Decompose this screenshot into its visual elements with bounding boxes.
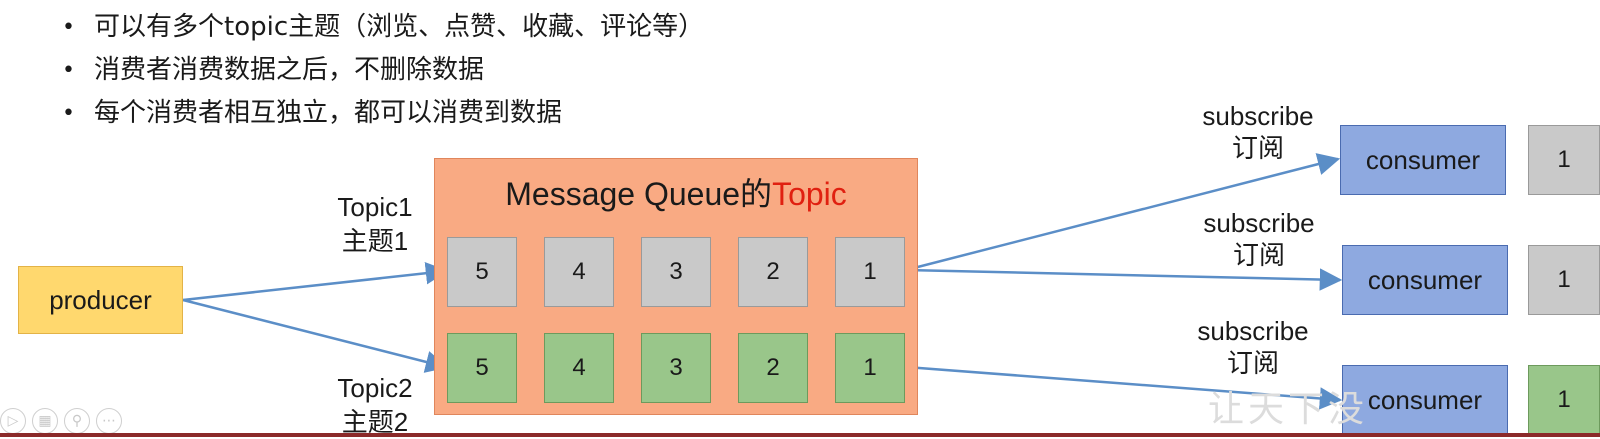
topic2-message-cell: 5 [447, 333, 517, 403]
subscribe-label-1: subscribe 订阅 [1183, 100, 1333, 164]
subscribe-text: subscribe [1202, 101, 1314, 131]
topic1-message-cell: 4 [544, 237, 614, 307]
consumed-message-cell-1: 1 [1528, 125, 1600, 195]
bullet-list: • 可以有多个topic主题（浏览、点赞、收藏、评论等） • 消费者消费数据之后，不… [58, 6, 704, 135]
queue-title: Message Queue的Topic [435, 169, 917, 215]
arrow-producer-topic1 [182, 262, 449, 302]
bullet-text: 可以有多个topic主题（浏览、点赞、收藏、评论等） [94, 12, 705, 42]
topic1-name: Topic1 [337, 192, 413, 222]
queue-title-highlight: Topic [772, 176, 847, 212]
topic2-message-cell: 1 [835, 333, 905, 403]
play-icon[interactable]: ▷ [0, 408, 26, 434]
bullet-text: 消费者消费数据之后，不删除数据 [94, 55, 485, 85]
more-icon[interactable]: ⋯ [96, 408, 122, 434]
arrow-topic1-consumer2 [905, 268, 1343, 291]
consumed-message-cell-3: 1 [1528, 365, 1600, 435]
watermark-text: 让天下没 [1208, 389, 1369, 430]
bullet-item: • 可以有多个topic主题（浏览、点赞、收藏、评论等） [58, 6, 704, 49]
bottom-border [0, 433, 1600, 437]
queue-title-text: Message Queue的 [505, 176, 773, 212]
topic2-message-cell: 2 [738, 333, 808, 403]
subscribe-text: subscribe [1197, 316, 1309, 346]
topic1-name-cn: 主题1 [341, 226, 409, 256]
consumer-box-1: consumer [1340, 125, 1506, 195]
subscribe-text-cn: 订阅 [1226, 348, 1279, 378]
topic1-message-cell: 5 [447, 237, 517, 307]
topic1-message-cell: 2 [738, 237, 808, 307]
topic1-label: Topic1 主题1 [325, 190, 425, 258]
bullet-item: • 每个消费者相互独立，都可以消费到数据 [58, 92, 704, 135]
slides-icon[interactable]: ▦ [32, 408, 58, 434]
topic1-message-cell: 3 [641, 237, 711, 307]
topic1-message-cell: 1 [835, 237, 905, 307]
subscribe-text-cn: 订阅 [1232, 240, 1285, 270]
topic2-message-cell: 4 [544, 333, 614, 403]
bullet-dot: • [62, 58, 75, 83]
message-queue-box: Message Queue的Topic 5 4 3 2 1 5 4 3 2 1 [434, 158, 918, 415]
bullet-dot: • [62, 101, 75, 126]
zoom-icon[interactable]: ⚲ [64, 408, 90, 434]
arrow-topic1-consumer1 [905, 153, 1341, 272]
consumer-box-3: consumer [1342, 365, 1508, 435]
consumed-message-cell-2: 1 [1528, 245, 1600, 315]
subscribe-text: subscribe [1203, 208, 1315, 238]
topic2-message-cell: 3 [641, 333, 711, 403]
topic2-name-cn: 主题2 [341, 407, 409, 437]
arrow-producer-topic2 [182, 298, 449, 373]
subscribe-label-2: subscribe 订阅 [1184, 207, 1334, 271]
bullet-item: • 消费者消费数据之后，不删除数据 [58, 49, 704, 92]
topic2-label: Topic2 主题2 [325, 371, 425, 439]
subscribe-label-3: subscribe 订阅 [1178, 315, 1328, 379]
arrow-topic2-consumer3 [905, 365, 1343, 410]
topic2-name: Topic2 [337, 373, 413, 403]
bullet-dot: • [62, 15, 75, 40]
bullet-text: 每个消费者相互独立，都可以消费到数据 [94, 98, 563, 128]
subscribe-text-cn: 订阅 [1231, 133, 1284, 163]
producer-box: producer [18, 266, 183, 334]
consumer-box-2: consumer [1342, 245, 1508, 315]
slideshow-toolbar: ▷ ▦ ⚲ ⋯ [0, 408, 122, 434]
